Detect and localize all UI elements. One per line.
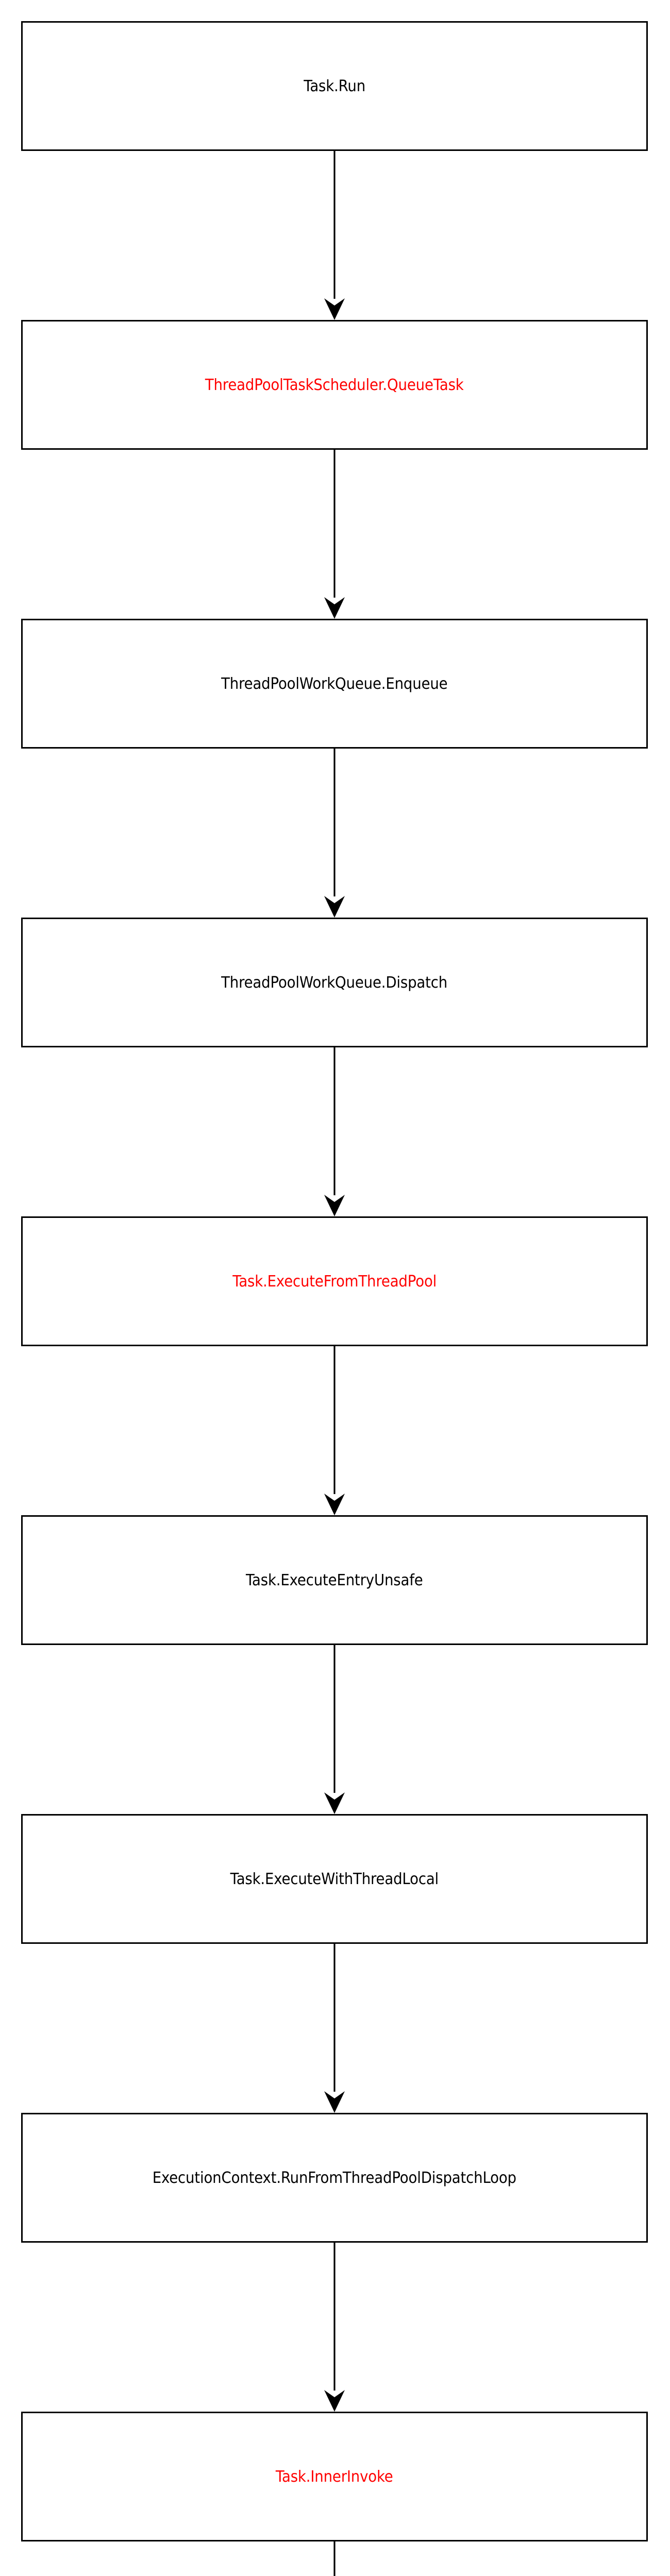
flow-node-threadpoolworkqueue-enqueue[interactable]: ThreadPoolWorkQueue.Enqueue [21, 619, 648, 749]
flow-node-task-executefromthreadpool[interactable]: Task.ExecuteFromThreadPool [21, 1216, 648, 1346]
flow-node-label: Task.Run [304, 77, 365, 95]
flow-node-threadpooltaskscheduler-queuetask[interactable]: ThreadPoolTaskScheduler.QueueTask [21, 320, 648, 450]
flow-node-executioncontext-runfromthreadpooldispatchloop[interactable]: ExecutionContext.RunFromThreadPoolDispat… [21, 2113, 648, 2243]
edge-n0-n1 [324, 151, 345, 320]
flow-node-label: ThreadPoolTaskScheduler.QueueTask [205, 376, 464, 394]
flow-node-label: Task.ExecuteEntryUnsafe [246, 1571, 423, 1589]
flow-node-task-executeentryunsafe[interactable]: Task.ExecuteEntryUnsafe [21, 1515, 648, 1645]
flow-node-threadpoolworkqueue-dispatch[interactable]: ThreadPoolWorkQueue.Dispatch [21, 918, 648, 1047]
flow-node-label: Task.ExecuteFromThreadPool [232, 1272, 437, 1291]
flow-node-label: ThreadPoolWorkQueue.Dispatch [221, 973, 448, 992]
edge-n6-n7 [324, 1944, 345, 2113]
edge-n1-n2 [324, 450, 345, 619]
flow-node-label: Task.ExecuteWithThreadLocal [230, 1870, 439, 1888]
edge-n3-n4 [324, 1047, 345, 1216]
edge-n8-n9 [333, 2541, 336, 2576]
flow-node-task-innerinvoke[interactable]: Task.InnerInvoke [21, 2412, 648, 2541]
flow-node-task-run[interactable]: Task.Run [21, 21, 648, 151]
flow-node-label: ExecutionContext.RunFromThreadPoolDispat… [152, 2168, 517, 2187]
flow-node-task-executewiththreadlocal[interactable]: Task.ExecuteWithThreadLocal [21, 1814, 648, 1944]
flow-node-label: Task.InnerInvoke [276, 2467, 393, 2486]
edge-n5-n6 [324, 1645, 345, 1814]
edge-n2-n3 [324, 749, 345, 918]
flow-node-label: ThreadPoolWorkQueue.Enqueue [221, 674, 448, 693]
edge-n4-n5 [324, 1346, 345, 1515]
edge-n7-n8 [324, 2243, 345, 2412]
